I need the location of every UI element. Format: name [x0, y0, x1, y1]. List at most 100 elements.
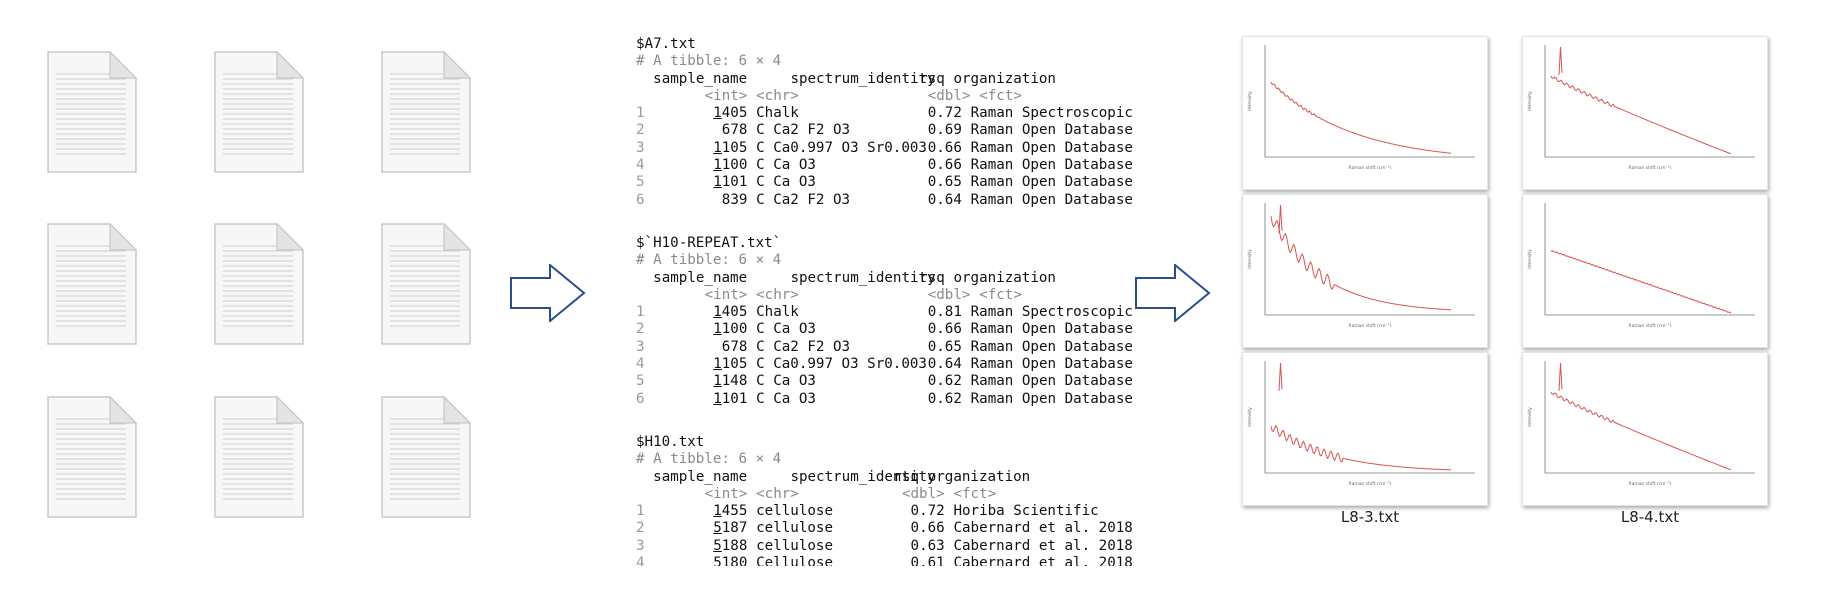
column-type: <chr> — [756, 286, 799, 303]
row-index: 5 — [636, 373, 645, 390]
y-axis-label: Intensity — [1247, 91, 1253, 111]
sample-name-cell: 1101 — [713, 391, 747, 408]
y-axis-label: Intensity — [1247, 407, 1253, 427]
sample-name-cell: 5188 — [713, 538, 747, 555]
spectrum-identity-cell: cellulose — [756, 503, 833, 520]
column-type: <dbl> — [901, 485, 945, 502]
text-file-icon — [214, 395, 305, 518]
rsq-cell: 0.65 — [927, 338, 962, 355]
remaining-digits: 101 — [721, 174, 748, 191]
spectrum-identity-cell: Chalk — [756, 105, 799, 122]
table-header: sample_name spectrum_identity rsq organi… — [636, 469, 1156, 486]
column-type: <fct> — [979, 87, 1022, 104]
arrow-right-icon — [510, 264, 586, 322]
row-index: 3 — [636, 338, 645, 355]
sample-name-cell: 678 — [721, 122, 748, 139]
rsq-cell: 0.72 — [910, 503, 945, 520]
text-file-icon — [47, 50, 138, 173]
column-header: spectrum_identity — [790, 70, 936, 87]
rsq-cell: 0.66 — [927, 321, 962, 338]
file-item[interactable] — [356, 345, 476, 518]
spectrum-identity-cell: C Ca2 F2 O3 — [756, 122, 851, 139]
column-type: <int> — [704, 485, 748, 502]
file-item[interactable] — [189, 345, 309, 518]
organization-cell: Raman Spectroscopic — [970, 304, 1133, 321]
table-row: 1 1405 Chalk 0.81 Raman Spectroscopic — [636, 304, 1156, 321]
spectrum-thumbnail[interactable]: Raman shift (cm⁻¹) Intensity H10-REPEAT.… — [1510, 36, 1768, 216]
list-element-name: $A7.txt — [636, 36, 696, 52]
file-item[interactable] — [22, 0, 142, 173]
column-type: <chr> — [756, 485, 799, 502]
y-axis-label: Intensity — [1527, 249, 1533, 269]
sample-name-cell: 1148 — [713, 373, 747, 390]
thousands-digit: 1 — [713, 174, 722, 191]
organization-cell: Raman Open Database — [970, 157, 1133, 174]
column-header: sample_name — [653, 70, 748, 87]
text-file-icon — [381, 50, 472, 173]
rsq-cell: 0.63 — [910, 537, 945, 554]
table-row: 4 1105 C Ca0.997 O3 Sr0.003 0.64 Raman O… — [636, 356, 1156, 373]
file-item[interactable] — [189, 0, 309, 173]
rsq-cell: 0.64 — [927, 356, 962, 373]
file-item[interactable] — [22, 172, 142, 345]
organization-cell: Raman Open Database — [970, 390, 1133, 407]
file-item[interactable] — [356, 172, 476, 345]
spectrum-plot: Raman shift (cm⁻¹) Intensity — [1242, 352, 1488, 506]
sample-name-cell: 1100 — [713, 157, 747, 174]
organization-cell: Cabernard et al. 2018 — [953, 520, 1133, 537]
text-file-icon — [214, 50, 305, 173]
text-file-icon — [214, 222, 305, 345]
organization-cell: Horiba Scientific — [953, 503, 1099, 520]
block-spacer — [636, 408, 1156, 434]
rsq-cell: 0.62 — [927, 390, 962, 407]
sample-name-cell: 1101 — [713, 174, 747, 191]
row-index: 2 — [636, 520, 645, 537]
organization-cell: Cabernard et al. 2018 — [953, 537, 1133, 554]
rsq-cell: 0.81 — [927, 304, 962, 321]
row-index: 4 — [636, 356, 645, 373]
thousands-digit: 1 — [713, 390, 722, 407]
column-types: <int> <chr> <dbl> <fct> — [636, 486, 1156, 503]
file-item[interactable] — [189, 172, 309, 345]
column-type: <int> — [704, 87, 748, 104]
file-item[interactable] — [22, 345, 142, 518]
spectrum-thumbnail[interactable]: Raman shift (cm⁻¹) Intensity KE-9-REPEAT… — [1230, 194, 1488, 374]
spectrum-thumbnail[interactable]: Raman shift (cm⁻¹) Intensity L8-4.txt — [1510, 352, 1768, 532]
thousands-digit: 1 — [713, 321, 722, 338]
table-row: 6 1101 C Ca O3 0.62 Raman Open Database — [636, 391, 1156, 408]
spectrum-identity-cell: C Ca O3 — [756, 174, 816, 191]
row-index: 1 — [636, 304, 645, 321]
spectrum-identity-cell: cellulose — [756, 537, 833, 554]
organization-cell: Raman Open Database — [970, 373, 1133, 390]
table-row: 4 1100 C Ca O3 0.66 Raman Open Database — [636, 157, 1156, 174]
spectrum-thumbnail[interactable]: Raman shift (cm⁻¹) Intensity KE10.txt — [1510, 194, 1768, 374]
column-header: organization — [953, 269, 1056, 286]
spectrum-thumbnail[interactable]: Raman shift (cm⁻¹) Intensity H10.txt — [1230, 36, 1488, 216]
y-axis-label: Intensity — [1527, 91, 1533, 111]
remaining-digits: 188 — [721, 537, 748, 554]
spectrum-plot: Raman shift (cm⁻¹) Intensity — [1242, 194, 1488, 348]
spectrum-identity-cell: Cellulose — [756, 555, 833, 566]
y-axis-label: Intensity — [1247, 249, 1253, 269]
text-file-icon — [381, 222, 472, 345]
thumbnail-label: L8-4.txt — [1620, 508, 1680, 526]
spectrum-plot: Raman shift (cm⁻¹) Intensity — [1522, 194, 1768, 348]
remaining-digits: 100 — [721, 157, 748, 174]
spectrum-thumbnail[interactable]: Raman shift (cm⁻¹) Intensity L8-3.txt — [1230, 352, 1488, 532]
organization-cell: Cabernard et al. 2018 — [953, 555, 1133, 566]
organization-cell: Raman Open Database — [970, 122, 1133, 139]
table-row: 2 678 C Ca2 F2 O3 0.69 Raman Open Databa… — [636, 122, 1156, 139]
row-index: 3 — [636, 139, 645, 156]
sample-name-cell: 1105 — [713, 356, 747, 373]
remaining-digits: 180 — [721, 555, 748, 566]
column-header: sample_name — [653, 468, 748, 485]
column-types: <int> <chr> <dbl> <fct> — [636, 88, 1156, 105]
column-header: rsq — [893, 468, 920, 485]
thousands-digit: 5 — [713, 555, 722, 566]
file-item[interactable] — [356, 0, 476, 173]
thousands-digit: 5 — [713, 537, 722, 554]
thousands-digit: 1 — [713, 304, 722, 321]
